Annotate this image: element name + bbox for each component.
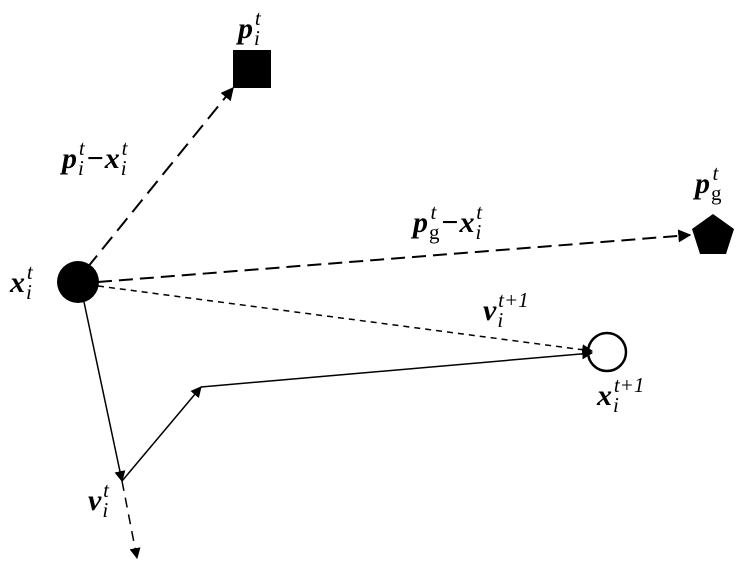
personal-best-label: pit bbox=[235, 6, 262, 50]
social-component-arrow bbox=[200, 348, 594, 388]
cognitive-component-arrow bbox=[121, 386, 202, 482]
global-best-label: pgt bbox=[692, 161, 722, 205]
velocity-extension-arrow bbox=[121, 480, 141, 560]
next-velocity-label: vit+1 bbox=[483, 288, 529, 332]
cognitive-term-label: pit−xit bbox=[59, 136, 129, 180]
social-vector-arrow bbox=[97, 229, 692, 283]
current-velocity-arrow bbox=[83, 301, 126, 483]
global-best-marker bbox=[692, 214, 734, 254]
current-position-marker bbox=[57, 261, 99, 303]
personal-best-marker bbox=[233, 50, 271, 88]
current-velocity-label: vit bbox=[88, 478, 110, 522]
social-term-label: pgt−xit bbox=[410, 200, 483, 244]
next-position-marker bbox=[586, 331, 628, 373]
cognitive-vector-arrow bbox=[86, 86, 234, 269]
current-position-label: xit bbox=[9, 260, 34, 304]
next-position-label: xit+1 bbox=[596, 373, 644, 417]
